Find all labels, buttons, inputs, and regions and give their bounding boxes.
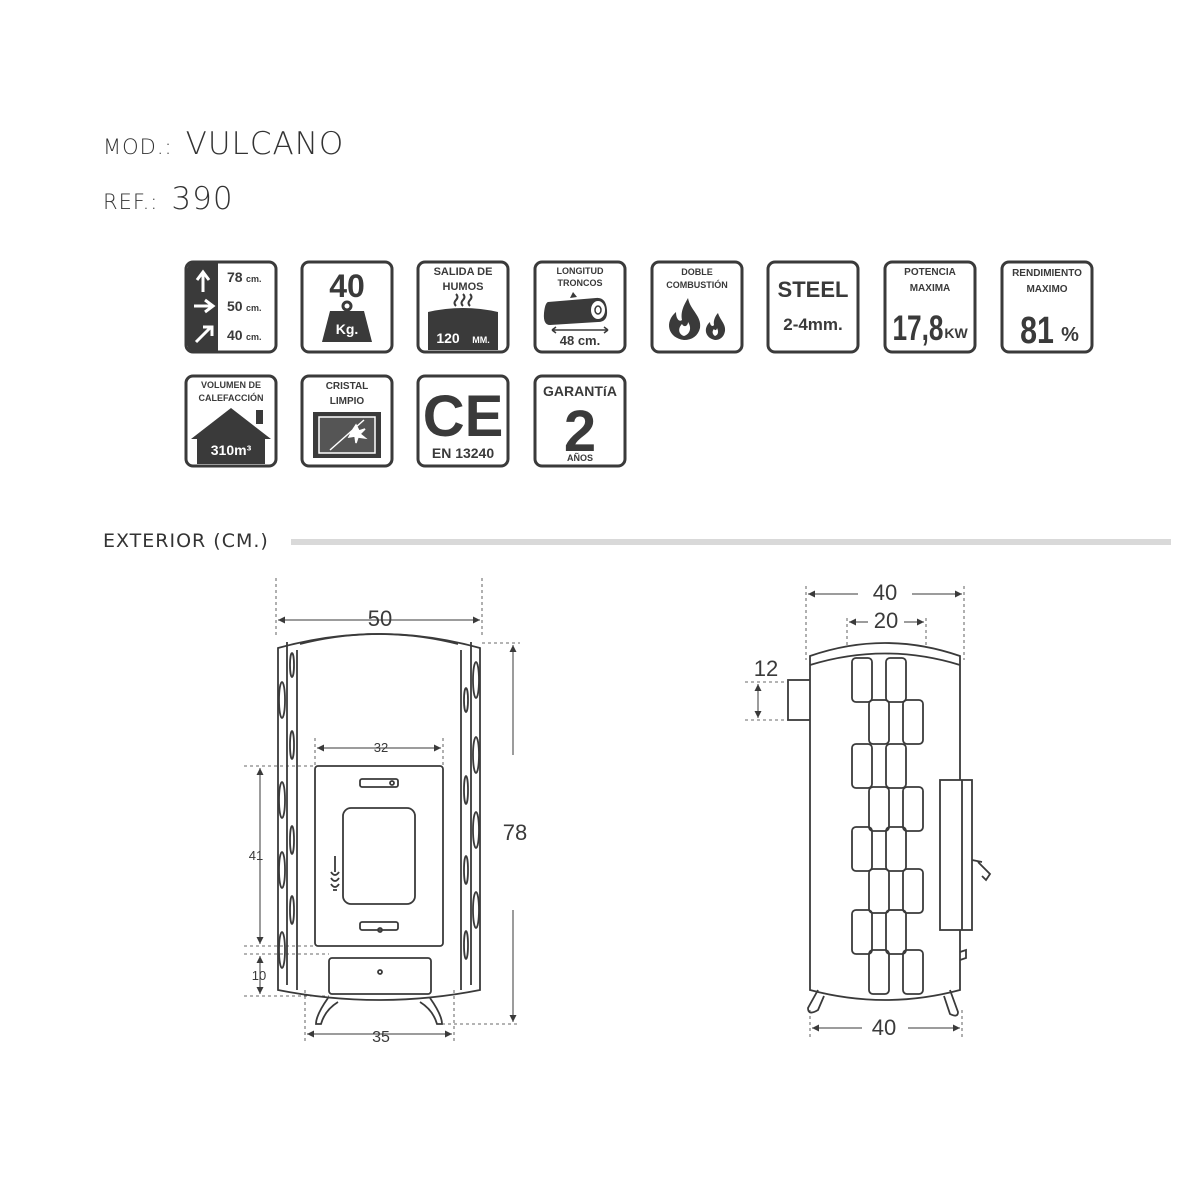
flue-offset-label: 20 [874,608,898,633]
ce-mark-icon: CE EN 13240 [416,374,510,468]
weight-value: 40 [329,268,365,304]
vol-title-2: CALEFACCIÓN [199,392,264,403]
front-width-label: 50 [368,606,392,631]
dim-unit-2: cm. [246,303,262,313]
warranty-unit: AÑOS [567,453,593,463]
door-width-label: 32 [374,740,388,755]
dim-height: 78 [227,269,243,285]
steel-icon: STEEL 2-4mm. [766,260,860,354]
glass-title-1: CRISTAL [326,381,369,392]
smoke-title-1: SALIDA DE [434,266,493,278]
vol-value: 310m³ [211,442,252,458]
warranty-icon: GARANTíA 2 AÑOS [533,374,627,468]
smoke-title-2: HUMOS [443,281,484,293]
front-view-drawing: 50 78 32 41 10 35 [244,578,527,1046]
dim-width: 50 [227,298,243,314]
heating-volume-icon: VOLUMEN DE CALEFACCIÓN 310m³ [184,374,278,468]
base-width-label: 35 [372,1029,390,1046]
model-label: MOD.: [103,135,173,159]
ref-value: 390 [171,181,234,217]
eff-title-1: RENDIMIENTO [1012,268,1082,279]
power-title-1: POTENCIA [904,267,956,278]
combustion-title-2: COMBUSTIÓN [666,279,728,290]
dim-unit-1: cm. [246,274,262,284]
house-icon [191,408,271,464]
clean-glass-icon: CRISTAL LIMPIO [300,374,394,468]
logs-value: 48 cm. [560,333,600,348]
max-efficiency-icon: RENDIMIENTO MAXIMO 81 % [1000,260,1094,354]
eff-unit: % [1061,324,1079,346]
smoke-outlet-icon: SALIDA DE HUMOS 120 MM. [416,260,510,354]
side-view-drawing: 40 20 12 40 [745,580,992,1040]
weight-unit: Kg. [336,321,359,337]
smoke-value: 120 [436,330,460,346]
dim-depth: 40 [227,327,243,343]
ce-norm: EN 13240 [432,445,494,461]
power-value: 17,8 [892,308,943,348]
logs-title-1: LONGITUD [557,266,604,276]
dim-unit-3: cm. [246,332,262,342]
steel-title: STEEL [778,277,849,302]
section-title: EXTERIOR (CM.) [103,530,269,552]
drawer-height-label: 10 [252,968,266,983]
model-value: VULCANO [185,126,345,162]
double-combustion-icon: DOBLE COMBUSTIÓN [650,260,744,354]
dimensions-icon: 78 cm. 50 cm. 40 cm. [184,260,278,354]
ref-label: REF.: [103,190,159,214]
vol-title-1: VOLUMEN DE [201,380,261,390]
front-height-label: 78 [503,820,527,845]
spec-icons: .box { fill:#fff; stroke:#3a3a3a; stroke… [184,260,1094,468]
power-unit: KW [944,325,968,341]
section-divider [291,539,1171,545]
eff-title-2: MAXIMO [1026,284,1067,295]
side-depth-bottom-label: 40 [872,1015,896,1040]
weight-icon: 40 Kg. [300,260,394,354]
ce-mark: CE [423,384,504,449]
steel-value: 2-4mm. [783,315,843,334]
flame-icon [669,298,701,340]
door-height-label: 41 [249,848,263,863]
smoke-unit: MM. [472,335,490,345]
warranty-value: 2 [564,399,596,464]
glass-title-2: LIMPIO [330,396,365,407]
logs-title-2: TRONCOS [558,278,603,288]
ref-line: REF.: 390 [103,181,234,217]
log-length-icon: LONGITUD TRONCOS 48 cm. [533,260,627,354]
combustion-title-1: DOBLE [681,267,713,277]
model-line: MOD.: VULCANO [103,126,344,162]
eff-value: 81 [1020,310,1054,352]
flue-diameter-label: 12 [754,656,778,681]
max-power-icon: POTENCIA MAXIMA 17,8 KW [883,260,977,354]
flame-small-icon [705,313,726,340]
warranty-title: GARANTíA [543,383,617,399]
power-title-2: MAXIMA [910,283,951,294]
side-depth-top-label: 40 [873,580,897,605]
